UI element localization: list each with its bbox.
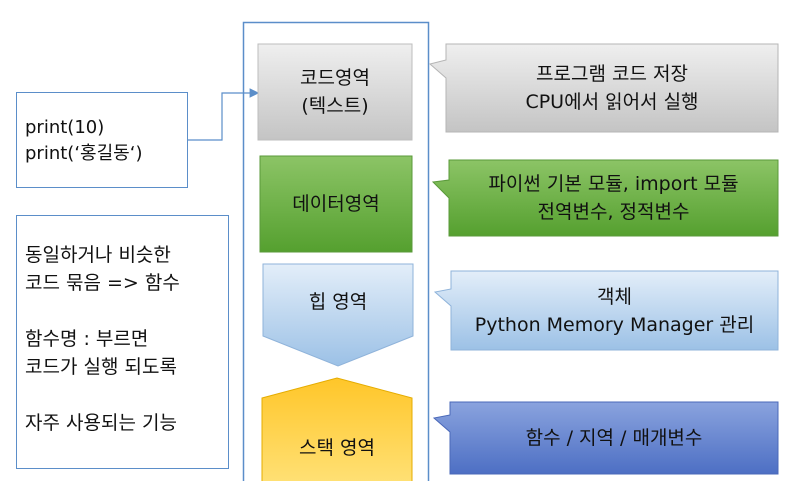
connector-arrow bbox=[188, 88, 260, 141]
code-callout-text: 프로그램 코드 저장 CPU에서 읽어서 실행 bbox=[525, 63, 699, 113]
code-example-box: print(10) print(‘홍길동‘) bbox=[16, 92, 188, 188]
function-note-box: 동일하거나 비슷한 코드 묶음 => 함수 함수명 : 부르면 코드가 실행 되… bbox=[16, 215, 229, 469]
data-segment-shape bbox=[259, 155, 413, 253]
code-callout-shape bbox=[428, 43, 779, 133]
stack-callout-text: 함수 / 지역 / 매개변수 bbox=[525, 427, 703, 449]
stack-callout-shape bbox=[432, 401, 779, 475]
code-segment-label: 코드영역 (텍스트) bbox=[300, 67, 370, 117]
heap-callout-shape bbox=[433, 270, 779, 351]
data-segment-label: 데이터영역 bbox=[292, 193, 380, 215]
code-segment-shape bbox=[257, 43, 413, 141]
memory-column bbox=[242, 21, 430, 481]
heap-segment-label: 힙 영역 bbox=[308, 291, 368, 313]
code-example-text: print(10) print(‘홍길동‘) bbox=[25, 117, 143, 164]
data-callout-text: 파이썬 기본 모듈, import 모듈 전역변수, 정적변수 bbox=[488, 173, 739, 223]
heap-segment-shape bbox=[262, 263, 414, 367]
stack-segment-label: 스택 영역 bbox=[299, 437, 375, 459]
function-note-text: 동일하거나 비슷한 코드 묶음 => 함수 함수명 : 부르면 코드가 실행 되… bbox=[25, 244, 180, 434]
heap-callout-text: 객체 Python Memory Manager 관리 bbox=[474, 285, 755, 336]
stack-segment-shape bbox=[261, 377, 413, 481]
data-callout-shape bbox=[431, 159, 779, 237]
